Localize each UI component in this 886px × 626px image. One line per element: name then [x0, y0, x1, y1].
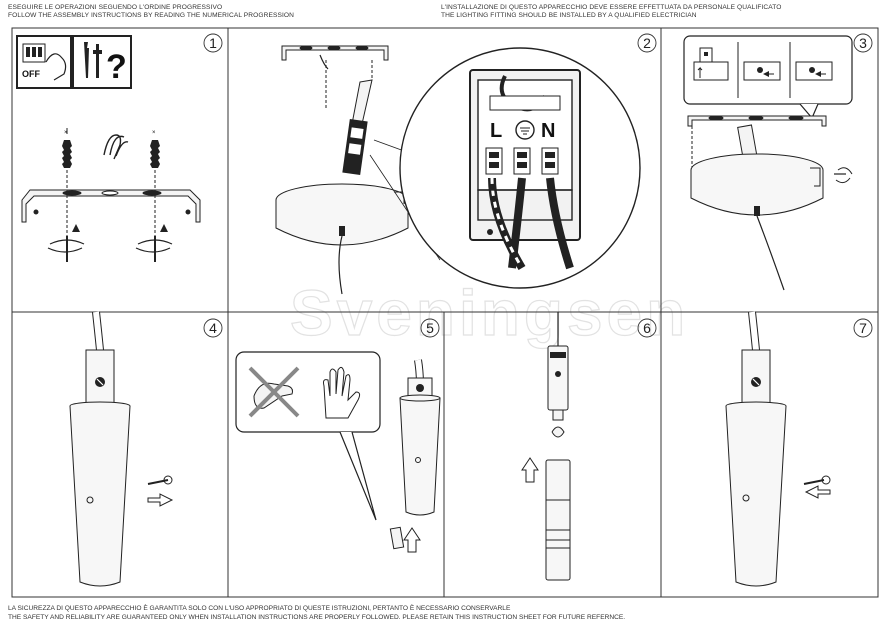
wires-icon: [103, 134, 129, 160]
terminal-L-label: L: [490, 120, 502, 142]
screw-right: [135, 224, 173, 262]
step-number-3: 3: [853, 33, 873, 53]
footer: LA SICUREZZA DI QUESTO APPARECCHIO È GAR…: [8, 605, 625, 622]
screw-4: [147, 475, 173, 485]
canopy-3: [690, 153, 824, 291]
lamp-tube-6: [545, 459, 571, 581]
svg-text:4: 4: [209, 320, 217, 336]
header-left-line-1: ESEGUIRE LE OPERAZIONI SEGUENDO L'ORDINE…: [8, 4, 223, 11]
lamp-shade-5: [399, 394, 441, 516]
svg-text:×: ×: [64, 130, 68, 136]
header-left-line-2: FOLLOW THE ASSEMBLY INSTRUCTIONS BY READ…: [8, 12, 294, 20]
svg-text:2: 2: [643, 35, 651, 51]
terminal-zoom: L N: [399, 47, 641, 289]
terminal-block-small: [342, 79, 373, 175]
svg-text:5: 5: [426, 320, 434, 336]
earth-icon: [515, 120, 535, 140]
panel-1: OFF ? × ×: [16, 35, 201, 262]
wall-plug-left: ×: [62, 128, 72, 250]
terminal-N-label: N: [541, 120, 555, 142]
canopy: [275, 183, 409, 295]
off-label: OFF: [22, 69, 40, 79]
panel-5: [235, 351, 441, 553]
header-right-line-2: THE LIGHTING FITTING SHOULD BE INSTALLED…: [441, 12, 697, 20]
screw-left: [47, 224, 85, 262]
panel-4: [69, 311, 174, 587]
panel-2: L N: [275, 45, 641, 295]
svg-text:×: ×: [152, 130, 156, 136]
header-right-line-1: L'INSTALLAZIONE DI QUESTO APPARECCHIO DE…: [441, 4, 782, 11]
svg-text:6: 6: [643, 320, 651, 336]
question-mark: ?: [106, 48, 127, 86]
step-number-5: 5: [420, 318, 440, 338]
screw-turn-icon: [834, 167, 853, 184]
no-bare-hand-icon: [248, 366, 300, 418]
screw-7: [803, 475, 831, 485]
header-right: L'INSTALLAZIONE DI QUESTO APPARECCHIO DE…: [441, 4, 782, 21]
svg-text:7: 7: [859, 320, 867, 336]
panel-6: [521, 312, 571, 581]
header-left: ESEGUIRE LE OPERAZIONI SEGUENDO L'ORDINE…: [8, 4, 294, 21]
footer-line-2: THE SAFETY AND RELIABILITY ARE GUARANTEE…: [8, 613, 626, 621]
arrow-icon: [147, 493, 174, 507]
svg-text:1: 1: [209, 35, 217, 51]
watermark-text: Sveningsen: [290, 277, 689, 349]
step-number-4: 4: [203, 318, 223, 338]
mounting-bracket: [21, 189, 201, 223]
ceiling-bracket: [281, 45, 389, 61]
step-number-7: 7: [853, 318, 873, 338]
tools-icon: ?: [72, 35, 132, 89]
arrow-icon-7: [804, 485, 831, 499]
svg-text:3: 3: [859, 35, 867, 51]
bracket-3: [687, 115, 827, 127]
step-number-2: 2: [637, 33, 657, 53]
step-number-1: 1: [203, 33, 223, 53]
power-off-icon: OFF: [16, 35, 72, 89]
panel-grid: [11, 27, 879, 598]
lamp-shade-4: [69, 401, 131, 587]
detail-callout: [683, 35, 853, 105]
step-number-6: 6: [637, 318, 657, 338]
glove-icon: [323, 366, 361, 419]
panel-3: [683, 35, 853, 291]
panel-7: [725, 311, 831, 587]
footer-line-1: LA SICUREZZA DI QUESTO APPARECCHIO È GAR…: [8, 605, 511, 612]
lamp-shade-7: [725, 401, 787, 587]
